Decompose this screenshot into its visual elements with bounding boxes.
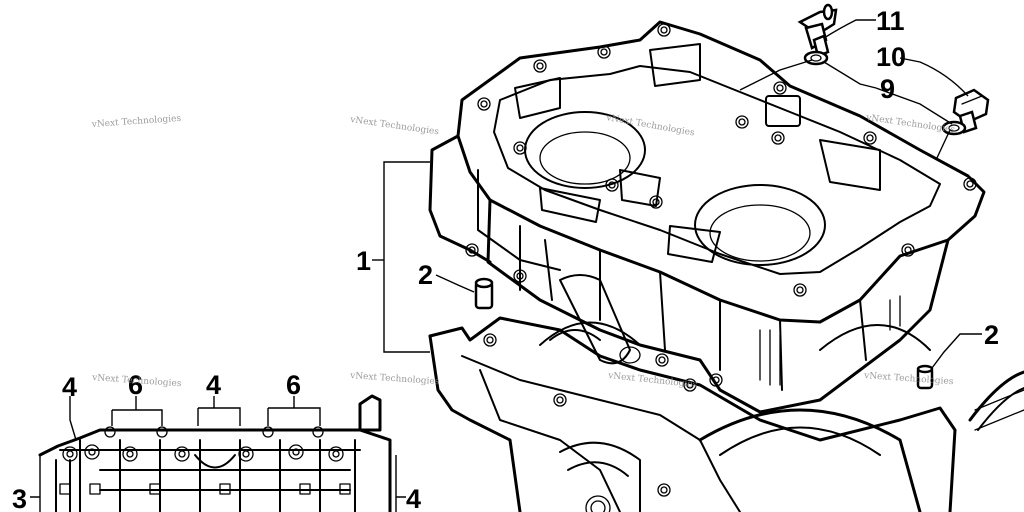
callout-6-inset-left: 6 (128, 370, 143, 400)
callout-4-inset-right: 4 (406, 484, 421, 512)
part-2-dowel-pin-right-drawing (916, 364, 934, 390)
callout-3: 3 (12, 484, 27, 512)
part-10-plug-bolt-drawing (952, 88, 990, 134)
leader-lines (30, 19, 982, 512)
upper-crankcase-drawing (428, 20, 986, 414)
callout-11: 11 (876, 6, 905, 36)
callout-9: 9 (880, 74, 895, 104)
callout-10: 10 (876, 42, 906, 72)
callout-6-inset-right: 6 (286, 370, 301, 400)
callout-2-right: 2 (984, 320, 999, 350)
watermark: vNext Technologies (863, 371, 954, 387)
watermarks: vNext Technologies vNext Technologies vN… (91, 113, 956, 390)
part-9-washer-upper-drawing (803, 50, 829, 66)
part-2-dowel-pin-left-drawing (474, 277, 494, 310)
watermark: vNext Technologies (604, 113, 695, 139)
watermark: vNext Technologies (91, 114, 182, 130)
callout-1: 1 (356, 246, 371, 276)
callout-4-inset-left: 4 (62, 372, 77, 402)
watermark: vNext Technologies (865, 113, 956, 136)
callout-labels: 11 10 9 1 2 2 4 6 4 6 3 4 (12, 6, 999, 512)
watermark: vNext Technologies (349, 371, 440, 387)
lower-crankcase-drawing (428, 316, 957, 512)
part-9-washer-lower-drawing (941, 120, 967, 136)
callout-2-left: 2 (418, 260, 433, 290)
end-cover-gasket-drawing (968, 370, 1024, 431)
part-11-nipple-fitting-drawing (797, 3, 838, 58)
inset-crankcase-view-drawing (38, 394, 392, 512)
callout-4-inset-center: 4 (206, 370, 221, 400)
watermark: vNext Technologies (349, 115, 440, 138)
